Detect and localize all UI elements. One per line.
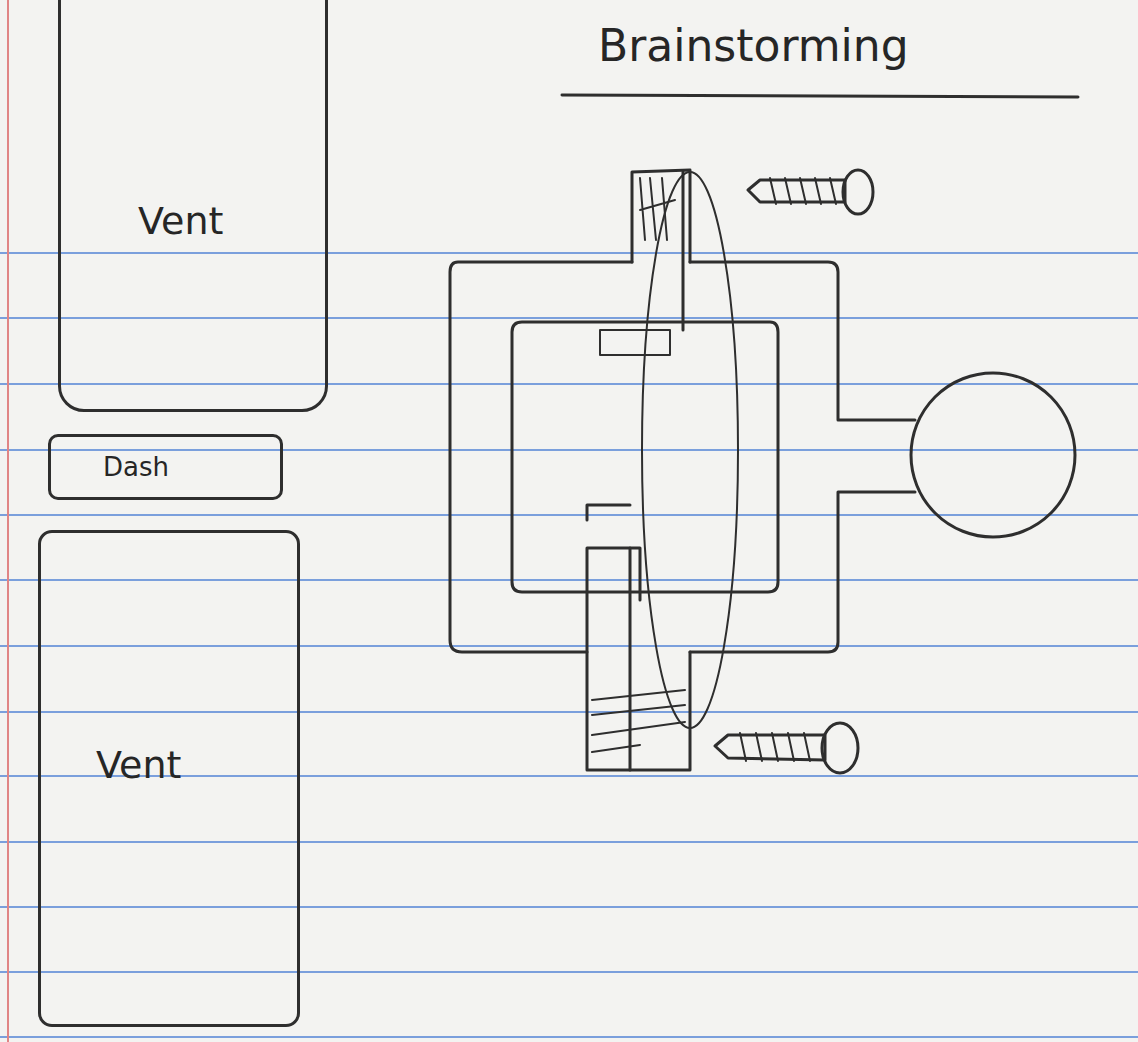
spring-top bbox=[640, 178, 675, 240]
top-tab bbox=[632, 170, 690, 262]
spring-bottom bbox=[592, 690, 685, 752]
ruled-lines bbox=[0, 253, 1138, 1037]
slot-line-bottom bbox=[629, 548, 632, 770]
sketch-box: Vent bbox=[58, 0, 328, 412]
sketch-box: Dash bbox=[48, 434, 283, 500]
box-label: Dash bbox=[103, 453, 169, 482]
sketch-box: Vent bbox=[38, 530, 300, 1027]
slot-line bbox=[682, 172, 685, 330]
box-label: Vent bbox=[96, 745, 181, 787]
box-label: Vent bbox=[138, 201, 223, 243]
page-title: Brainstorming bbox=[598, 22, 909, 70]
title-underline bbox=[562, 95, 1078, 97]
round-knob bbox=[911, 373, 1075, 537]
clip-loop bbox=[642, 172, 738, 728]
bottom-tab bbox=[587, 505, 690, 770]
clip-top bbox=[600, 330, 670, 355]
margin-line bbox=[7, 0, 9, 1042]
